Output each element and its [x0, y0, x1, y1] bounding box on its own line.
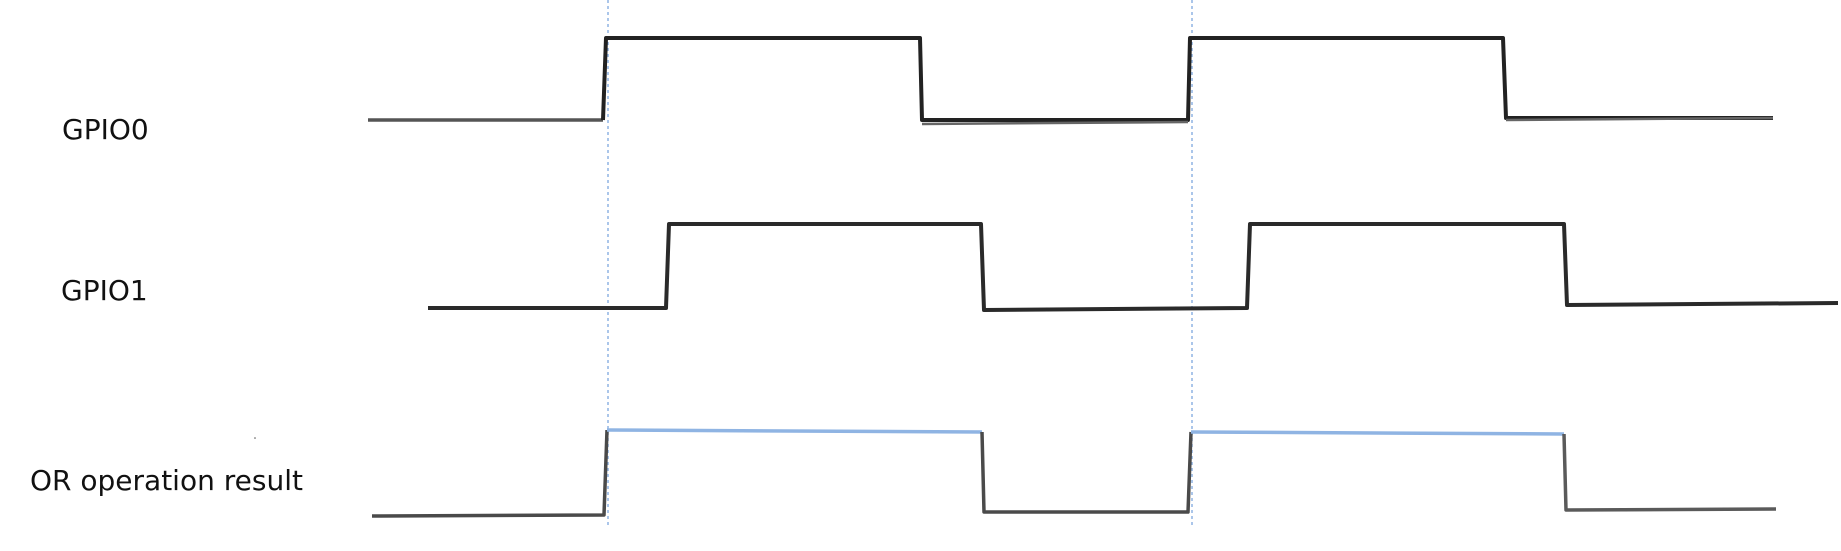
waveform-gpio0	[368, 36, 1774, 126]
waveform-or-low-2	[980, 431, 1193, 514]
waveform-or-result	[371, 428, 1777, 518]
waveform-gpio1	[428, 222, 1839, 312]
waveform-gpio1-trace	[428, 222, 1839, 312]
signal-label-gpio0: GPIO0	[62, 113, 149, 146]
speck-dot	[254, 437, 256, 439]
waveform-or-low-3	[1562, 433, 1777, 512]
waveform-or-low-1	[371, 429, 609, 518]
signal-label-or-result: OR operation result	[30, 464, 303, 497]
signal-label-gpio1: GPIO1	[61, 274, 148, 307]
waveform-or-high-1	[606, 428, 983, 434]
waveform-gpio0-low-tail	[921, 116, 1774, 126]
waveform-gpio0-trace	[601, 36, 1773, 122]
waveform-or-high-2	[1190, 430, 1565, 436]
